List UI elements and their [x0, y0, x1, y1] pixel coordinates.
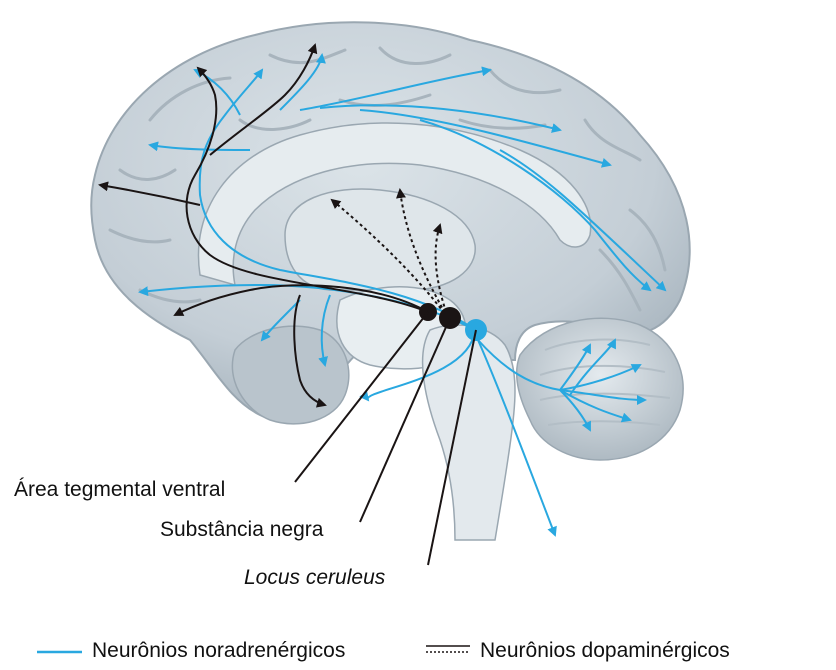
legend-noradrenergic-label: Neurônios noradrenérgicos [92, 639, 345, 663]
legend-dopaminergic-swatch [426, 646, 470, 652]
substantia-nigra-label: Substância negra [160, 518, 323, 542]
legend-dopaminergic-label: Neurônios dopaminérgicos [480, 639, 730, 663]
brainstem [423, 325, 515, 540]
locus-ceruleus-label: Locus ceruleus [244, 566, 385, 590]
vta-label: Área tegmental ventral [14, 478, 225, 502]
